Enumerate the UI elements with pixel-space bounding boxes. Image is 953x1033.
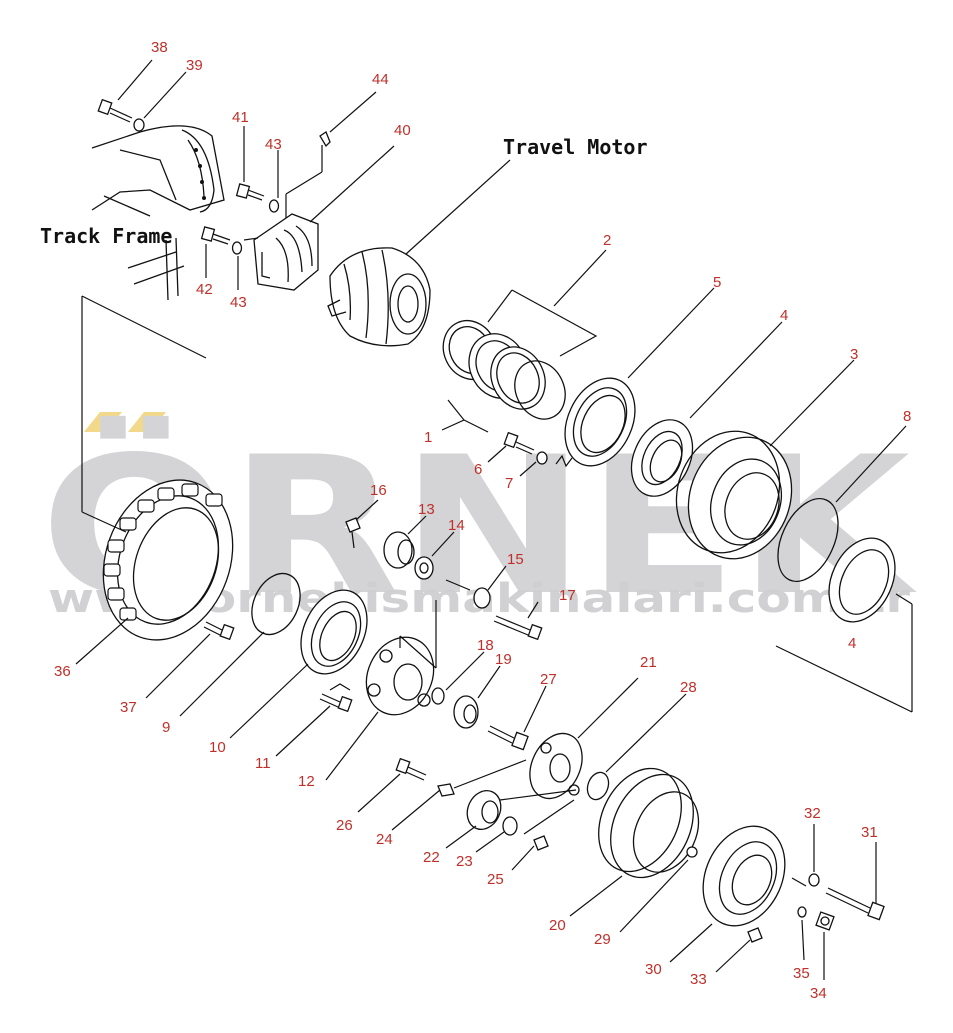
part-number[interactable]: 35: [793, 965, 810, 982]
part-number[interactable]: 1: [424, 429, 432, 446]
part-3-hub: [675, 430, 793, 560]
part-number[interactable]: 20: [549, 917, 566, 934]
bracket-and-bolts: [97, 98, 331, 291]
part-4-bearing-bottom: [828, 537, 896, 623]
part-number[interactable]: 31: [861, 824, 878, 841]
part-number[interactable]: 16: [370, 482, 387, 499]
planetary-middle-parts: [431, 687, 529, 751]
part-12-carrier: [365, 600, 437, 716]
part-number[interactable]: 10: [209, 739, 226, 756]
part-number[interactable]: 19: [495, 651, 512, 668]
part-number[interactable]: 28: [680, 679, 697, 696]
part-numbers: 1 2 3 4 4 5 6 7 8 9 10 11 12 13 14 15 16…: [54, 39, 911, 1002]
part-number[interactable]: 22: [423, 849, 440, 866]
part-number[interactable]: 18: [477, 637, 494, 654]
cover-fasteners: [747, 873, 885, 943]
part-number[interactable]: 2: [603, 232, 611, 249]
part-number[interactable]: 14: [448, 517, 465, 534]
bolt-6-washer-7: [503, 431, 573, 468]
part-10-bearing: [300, 589, 368, 675]
part-5-ring: [564, 377, 636, 467]
part-number[interactable]: 21: [640, 654, 657, 671]
part-number[interactable]: 40: [394, 122, 411, 139]
part-number[interactable]: 43: [230, 294, 247, 311]
part-number[interactable]: 34: [810, 985, 827, 1002]
part-number[interactable]: 32: [804, 805, 821, 822]
part-number[interactable]: 36: [54, 663, 71, 680]
part-number[interactable]: 43: [265, 136, 282, 153]
part-28-ring: [586, 771, 610, 801]
part-number[interactable]: 25: [487, 871, 504, 888]
part-number[interactable]: 23: [456, 853, 473, 870]
part-29-ball: [686, 846, 698, 858]
part-number[interactable]: 11: [255, 755, 271, 772]
part-number[interactable]: 37: [120, 699, 137, 716]
track-frame-drawing: [91, 125, 225, 301]
part-number[interactable]: 5: [713, 274, 721, 291]
part-number[interactable]: 38: [151, 39, 168, 56]
part-number[interactable]: 17: [559, 587, 576, 604]
travel-motor-drawing: [327, 247, 431, 347]
bolt-11: [319, 683, 353, 713]
travel-motor-label: Travel Motor: [503, 135, 648, 159]
part-number[interactable]: 4: [780, 307, 788, 324]
part-number[interactable]: 41: [232, 109, 249, 126]
part-number[interactable]: 30: [645, 961, 662, 978]
leader-lines: [75, 59, 907, 980]
reference-brackets: [81, 295, 913, 713]
track-frame-label: Track Frame: [40, 224, 172, 248]
part-30-cover: [702, 825, 786, 927]
part-21-carrier: [529, 732, 583, 800]
watermark-accent-left: [84, 412, 122, 432]
part-number[interactable]: 15: [507, 551, 524, 568]
part-number[interactable]: 3: [850, 346, 858, 363]
part-number[interactable]: 39: [186, 57, 203, 74]
part-number[interactable]: 29: [594, 931, 611, 948]
part-number[interactable]: 24: [376, 831, 393, 848]
floating-seal-set: [442, 320, 566, 420]
part-number[interactable]: 26: [336, 817, 353, 834]
part-number[interactable]: 4: [848, 635, 856, 652]
watermark-accent-right: [128, 412, 166, 432]
part-number[interactable]: 8: [903, 408, 911, 425]
planetary-lower-parts: [395, 757, 577, 851]
bolt-37: [203, 621, 235, 641]
part-number[interactable]: 7: [505, 475, 513, 492]
part-4-bearing-top: [630, 419, 694, 497]
part-number[interactable]: 44: [372, 71, 389, 88]
part-number[interactable]: 12: [298, 773, 315, 790]
part-number[interactable]: 9: [162, 719, 170, 736]
part-number[interactable]: 13: [418, 501, 435, 518]
part-36-sprocket: [102, 479, 234, 641]
planetary-upper-parts: [345, 517, 543, 641]
part-number[interactable]: 27: [540, 671, 557, 688]
part-number[interactable]: 42: [196, 281, 213, 298]
part-number[interactable]: 6: [474, 461, 482, 478]
part-20-ring-gear: [598, 767, 700, 879]
part-8-o-ring: [777, 497, 839, 583]
part-number[interactable]: 33: [690, 971, 707, 988]
